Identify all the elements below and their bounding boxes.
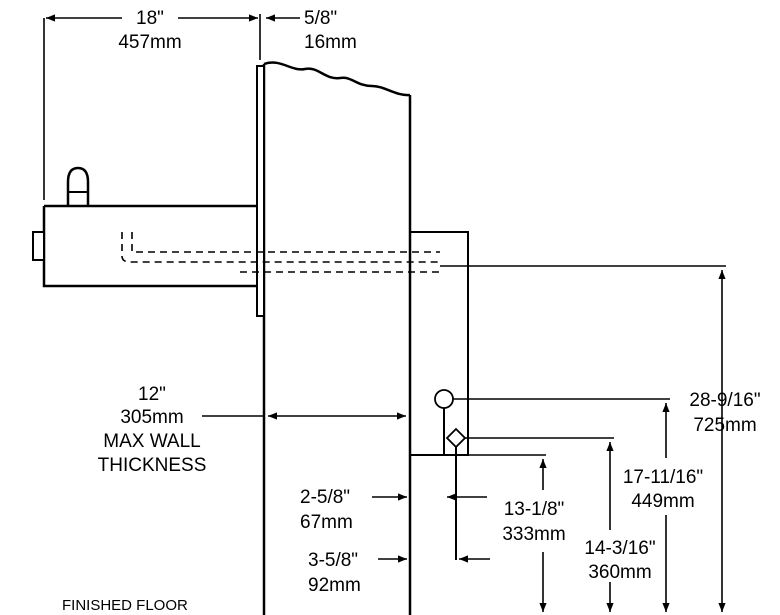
- dim-13-1-8-mm: 333mm: [502, 524, 565, 545]
- fountain-body: [32, 166, 440, 288]
- mounting-backplate: [256, 65, 265, 317]
- dim-5-8in: 5/8" 16mm: [266, 8, 357, 53]
- bubbler: [66, 166, 90, 206]
- dim-3-5-8: 3-5/8" 92mm: [308, 550, 490, 596]
- dim-18in: 18" 457mm: [46, 8, 258, 53]
- dim-12-in: 12": [138, 384, 166, 405]
- dim-3-5-8-mm: 92mm: [308, 575, 361, 596]
- dim-13-1-8-in: 13-1/8": [504, 499, 565, 520]
- dim-2-5-8-mm: 67mm: [300, 512, 353, 533]
- dim-12-mm: 305mm: [120, 407, 183, 428]
- dim-17-11-16-mm: 449mm: [631, 491, 694, 512]
- max-wall-label-2: THICKNESS: [98, 455, 207, 476]
- dim-3-5-8-in: 3-5/8": [308, 550, 358, 571]
- extension-lines: [43, 14, 726, 456]
- dim-2-5-8-in: 2-5/8": [300, 487, 350, 508]
- dim-5-8-mm: 16mm: [304, 32, 357, 53]
- dim-14-3-16-in: 14-3/16": [584, 538, 655, 559]
- supply-stop-valve: [445, 427, 467, 449]
- rear-wall-box: [410, 231, 469, 560]
- dim-28-9-16-mm: 725mm: [693, 415, 756, 436]
- wall-break-line: [263, 61, 411, 97]
- dim-max-wall: 12" 305mm MAX WALL THICKNESS: [98, 384, 406, 476]
- dim-18-in: 18": [136, 8, 164, 29]
- dim-14-3-16: 14-3/16" 360mm: [584, 442, 656, 612]
- dim-13-1-8: 13-1/8" 333mm: [502, 459, 566, 612]
- dim-2-5-8: 2-5/8" 67mm: [300, 487, 487, 533]
- max-wall-label-1: MAX WALL: [103, 431, 201, 452]
- dim-28-9-16-in: 28-9/16": [689, 390, 760, 411]
- dim-28-9-16: 28-9/16" 725mm: [689, 270, 761, 612]
- dim-5-8-in: 5/8": [304, 8, 337, 29]
- push-button: [32, 231, 45, 261]
- drain-outlet: [434, 389, 454, 409]
- dim-17-11-16-in: 17-11/16": [623, 467, 703, 488]
- dim-14-3-16-mm: 360mm: [588, 562, 651, 583]
- dim-18-mm: 457mm: [118, 32, 181, 53]
- dim-17-11-16: 17-11/16" 449mm: [623, 403, 703, 612]
- finished-floor-label: FINISHED FLOOR: [62, 597, 188, 614]
